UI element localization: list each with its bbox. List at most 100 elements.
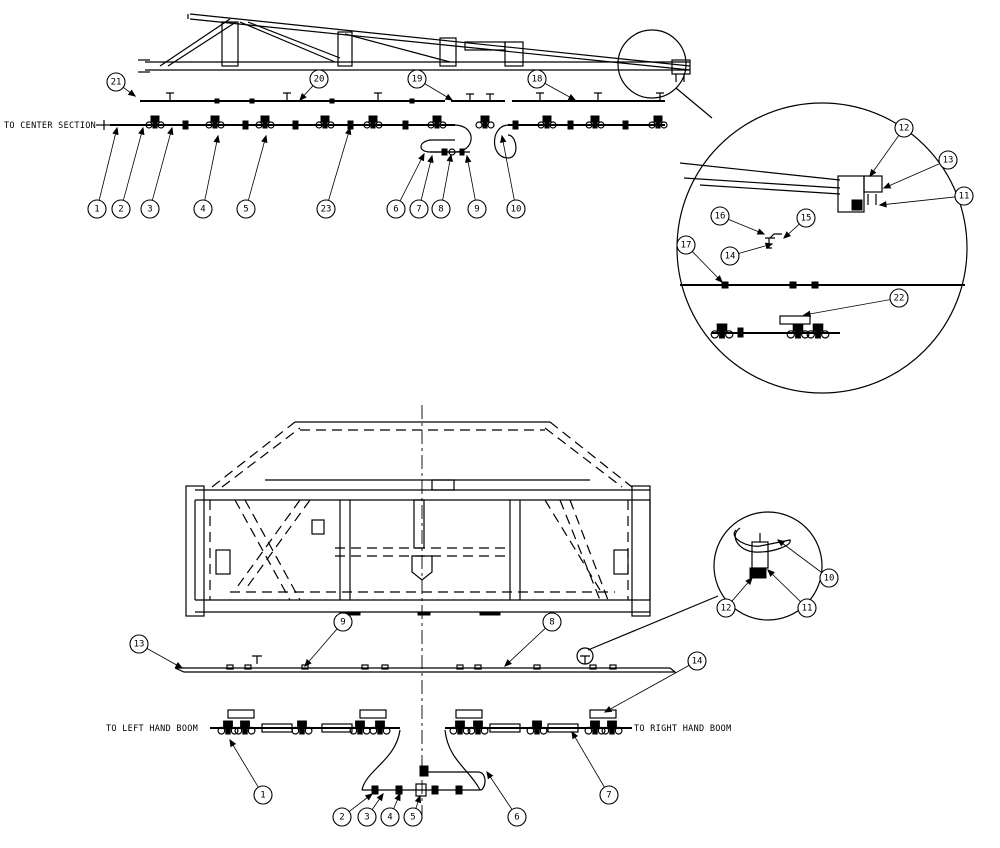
callout-number: 10 — [511, 205, 522, 215]
callout-number: 10 — [824, 574, 835, 584]
leader-line — [879, 196, 956, 206]
label-to-center-section: TO CENTER SECTION — [4, 121, 96, 131]
callout-bubble: 17 — [676, 235, 696, 255]
callout-bubble: 14 — [720, 246, 740, 266]
leader-arrow — [504, 659, 512, 667]
callout-bubble: 20 — [309, 69, 329, 89]
leader-arrow — [446, 153, 454, 162]
bottom-detail-circle — [576, 511, 823, 665]
leader-arrow — [364, 793, 374, 801]
center-hose-assembly — [361, 729, 486, 797]
callout-number: 12 — [721, 604, 732, 614]
leader-arrow — [776, 539, 786, 547]
callout-number: 9 — [340, 618, 345, 628]
callout-number: 23 — [321, 205, 332, 215]
leader-arrow — [167, 126, 174, 136]
label-to-left-hand-boom: TO LEFT HAND BOOM — [106, 724, 198, 734]
leader-line — [803, 299, 891, 316]
callout-number: 11 — [802, 604, 813, 614]
callout-bubble: 7 — [599, 785, 619, 805]
callout-bubble: 18 — [527, 69, 547, 89]
boom-truss — [138, 13, 691, 82]
callout-bubble: 11 — [797, 598, 817, 618]
leader-arrow — [882, 182, 892, 189]
callout-number: 6 — [393, 205, 398, 215]
leader-line — [571, 731, 605, 788]
leader-arrow — [299, 92, 307, 101]
center-frame — [185, 405, 651, 820]
callout-bubble: 3 — [140, 199, 160, 219]
callout-bubble: 13 — [129, 634, 149, 654]
callout-bubble: 2 — [332, 807, 352, 827]
leader-arrow — [418, 152, 425, 162]
hose-assembly — [420, 124, 517, 159]
callout-bubble: 5 — [236, 199, 256, 219]
callout-number: 3 — [364, 813, 369, 823]
callout-bubble: 8 — [542, 612, 562, 632]
callout-number: 9 — [474, 205, 479, 215]
right-boom-manifold — [445, 709, 632, 735]
callout-number: 4 — [200, 205, 205, 215]
leader-line — [122, 127, 144, 201]
callout-number: 17 — [681, 241, 692, 251]
leader-line — [604, 665, 690, 713]
callout-number: 1 — [94, 205, 99, 215]
callout-number: 14 — [692, 657, 703, 667]
callout-bubble: 1 — [253, 785, 273, 805]
callout-bubble: 23 — [316, 199, 336, 219]
leader-arrow — [138, 126, 145, 136]
callout-bubble: 16 — [710, 206, 730, 226]
leader-arrow — [444, 93, 454, 101]
leader-arrow — [783, 231, 791, 239]
leader-line — [204, 135, 219, 201]
leader-line — [691, 251, 723, 283]
callout-number: 18 — [532, 75, 543, 85]
callout-bubble: 19 — [407, 69, 427, 89]
leader-arrow — [213, 134, 220, 144]
callout-bubble: 22 — [889, 288, 909, 308]
detail-pipes — [680, 281, 965, 339]
leader-arrow — [715, 275, 723, 283]
leader-line — [504, 627, 546, 667]
callout-number: 12 — [899, 124, 910, 134]
leader-arrow — [869, 168, 877, 178]
leader-arrow — [764, 242, 774, 249]
callout-number: 13 — [134, 640, 145, 650]
leader-arrow — [376, 792, 384, 802]
callout-number: 19 — [412, 75, 423, 85]
leader-arrow — [261, 134, 268, 144]
leader-line — [146, 648, 183, 669]
callout-number: 15 — [801, 214, 812, 224]
leader-arrow — [802, 310, 811, 318]
leader-arrow — [486, 770, 494, 780]
plumbing-pipe-center — [174, 655, 677, 673]
leader-arrow — [571, 730, 579, 740]
callout-bubble: 2 — [111, 199, 131, 219]
callout-bubble: 13 — [938, 150, 958, 170]
leader-line — [98, 127, 118, 201]
callout-number: 8 — [438, 205, 443, 215]
leader-line — [777, 539, 823, 573]
leader-line — [399, 153, 425, 202]
leader-arrow — [465, 154, 472, 163]
callout-bubble: 3 — [357, 807, 377, 827]
leader-line — [328, 127, 351, 201]
leader-line — [304, 628, 338, 667]
callout-bubble: 4 — [380, 807, 400, 827]
leader-arrow — [394, 792, 401, 802]
leader-line — [486, 771, 513, 810]
callout-number: 5 — [410, 813, 415, 823]
label-to-right-hand-boom: TO RIGHT HAND BOOM — [634, 724, 732, 734]
callout-bubble: 10 — [819, 568, 839, 588]
detail-boom — [679, 162, 883, 249]
leader-arrow — [767, 569, 775, 577]
leader-line — [767, 569, 801, 603]
callout-number: 22 — [894, 294, 905, 304]
callout-number: 7 — [606, 791, 611, 801]
leader-line — [229, 739, 259, 788]
leader-arrow — [878, 201, 887, 208]
callout-bubble: 12 — [716, 598, 736, 618]
callout-bubble: 9 — [467, 199, 487, 219]
callout-bubble: 8 — [431, 199, 451, 219]
